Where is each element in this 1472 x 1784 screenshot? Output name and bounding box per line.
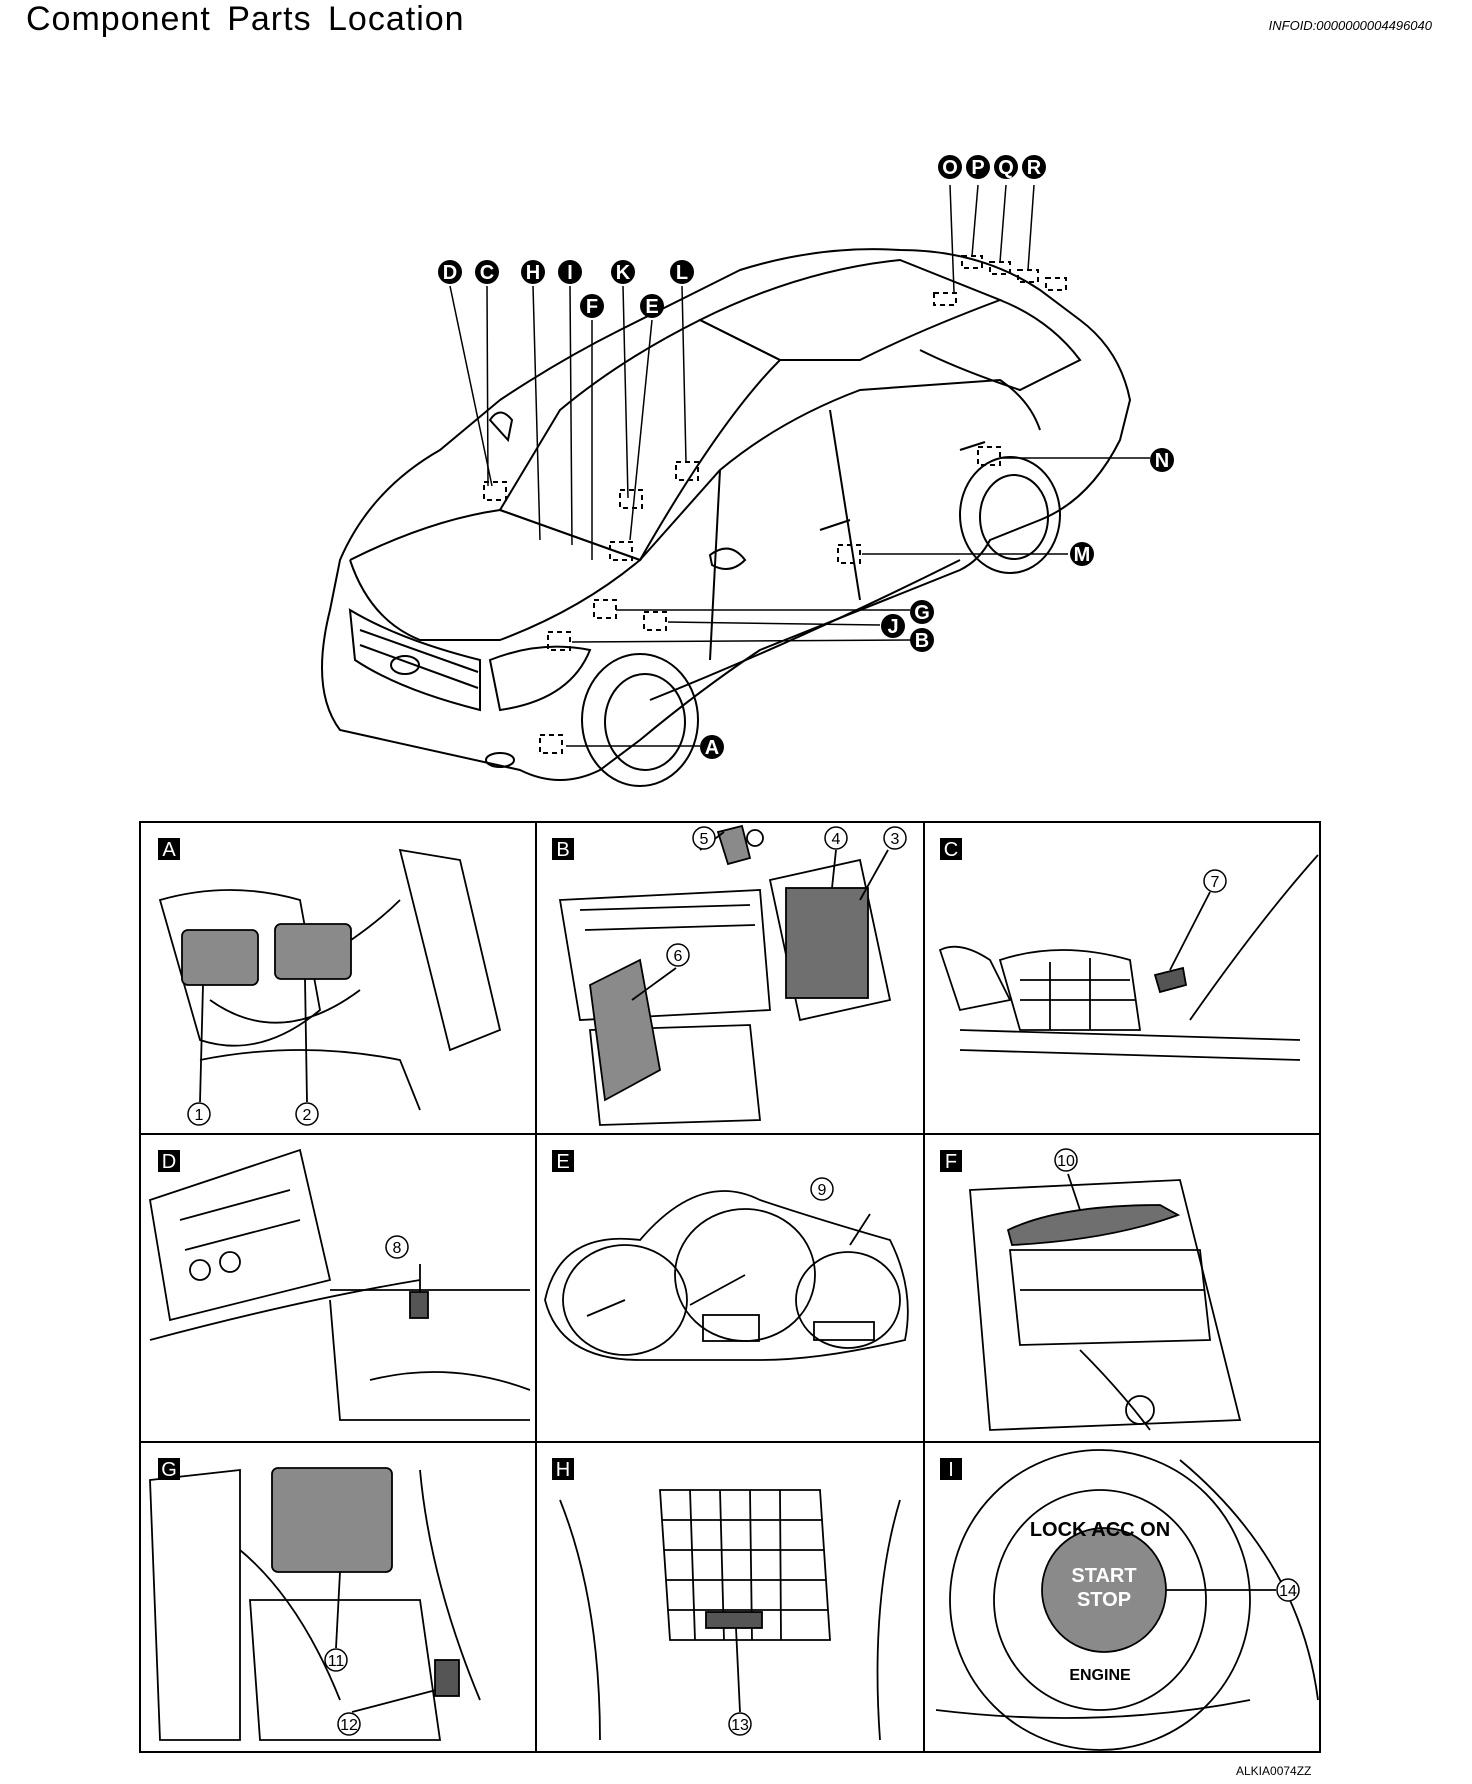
- bubble-I: I: [558, 260, 582, 284]
- panel-A-illustration: [158, 848, 502, 1111]
- overview-label-P: P: [971, 157, 984, 179]
- panel-id-A: A: [162, 839, 176, 861]
- callout-2: 2: [303, 1107, 312, 1124]
- overview-label-M: M: [1074, 544, 1091, 566]
- panel-D-illustration: [148, 1148, 531, 1421]
- push-button-ring-text: LOCK ACC ON: [1030, 1519, 1170, 1541]
- panel-D-callouts: 8: [385, 1235, 409, 1259]
- callout-4: 4: [832, 831, 841, 848]
- overview-label-F: F: [586, 296, 598, 318]
- panel-H-illustration: [559, 1489, 901, 1741]
- panel-id-G: G: [161, 1459, 177, 1481]
- overview-label-Q: Q: [998, 157, 1014, 179]
- push-button-text: LOCK ACC ON START STOP ENGINE: [1030, 1519, 1170, 1684]
- panel-B-illustration: [558, 824, 892, 1126]
- overview-label-K: K: [616, 262, 631, 284]
- callout-8: 8: [393, 1240, 402, 1257]
- panel-A-callouts: 1 2: [187, 1102, 319, 1126]
- panel-I-illustration: [935, 1449, 1319, 1751]
- callout-7: 7: [1211, 874, 1220, 891]
- bubble-M: M: [1070, 542, 1094, 566]
- panel-id-B: B: [556, 839, 569, 861]
- figure-code: ALKIA0074ZZ: [1236, 1764, 1312, 1778]
- panel-G-callouts: 11 12: [324, 1648, 361, 1736]
- bubble-G: G: [910, 600, 934, 624]
- overview-label-R: R: [1027, 157, 1042, 179]
- overview-label-I: I: [567, 262, 573, 284]
- panel-E-illustration: [544, 1190, 909, 1361]
- overview-label-J: J: [887, 616, 898, 638]
- overview-label-A: A: [705, 737, 719, 759]
- page-title: Component Parts Location: [26, 0, 465, 38]
- panel-id-C: C: [944, 839, 958, 861]
- overview-label-H: H: [526, 262, 540, 284]
- bubble-B: B: [910, 628, 934, 652]
- overview-label-L: L: [676, 262, 688, 284]
- bubble-K: K: [611, 260, 635, 284]
- panel-id-boxes: A B C D E F G H I: [158, 838, 962, 1481]
- callout-10: 10: [1057, 1153, 1075, 1170]
- bubble-N: N: [1150, 448, 1174, 472]
- panel-id-F: F: [945, 1151, 957, 1173]
- panel-H-callouts: 13: [728, 1712, 752, 1736]
- panel-G-illustration: [149, 1467, 481, 1741]
- panel-F-illustration: [969, 1173, 1242, 1431]
- callout-11: 11: [328, 1653, 345, 1670]
- bubble-R: R: [1022, 155, 1046, 179]
- bubble-A: A: [700, 735, 724, 759]
- overview-label-G: G: [914, 602, 930, 624]
- panel-C-illustration: [938, 854, 1319, 1061]
- bubble-O: O: [938, 155, 962, 179]
- detail-grid: [139, 821, 1321, 1753]
- bubble-P: P: [966, 155, 990, 179]
- bubble-L: L: [670, 260, 694, 284]
- bubble-C: C: [475, 260, 499, 284]
- overview-label-C: C: [480, 262, 494, 284]
- push-button-engine: ENGINE: [1069, 1667, 1131, 1684]
- panel-B-callouts: 3 4 5 6: [666, 826, 907, 967]
- leader-lines: [449, 184, 1150, 747]
- push-button-start: START: [1071, 1565, 1136, 1587]
- callout-3: 3: [891, 831, 900, 848]
- panel-C-callouts: 7: [1203, 869, 1227, 893]
- callout-1: 1: [195, 1107, 204, 1124]
- panel-id-D: D: [162, 1151, 176, 1173]
- push-button-stop: STOP: [1077, 1589, 1131, 1611]
- panel-E-callouts: 9: [810, 1177, 834, 1201]
- panel-id-E: E: [556, 1151, 569, 1173]
- overview-label-O: O: [942, 157, 958, 179]
- panel-id-H: H: [556, 1459, 570, 1481]
- bubble-F: F: [580, 294, 604, 318]
- overview-label-bubbles: A B C D E F G H I J K L M N O P Q R: [438, 155, 1174, 759]
- overview-label-B: B: [915, 630, 929, 652]
- panel-I-callouts: 14: [1276, 1578, 1300, 1602]
- callout-6: 6: [674, 948, 683, 965]
- callout-14: 14: [1279, 1583, 1297, 1600]
- overview-label-E: E: [645, 296, 658, 318]
- callout-9: 9: [818, 1182, 827, 1199]
- callout-12: 12: [340, 1717, 358, 1734]
- callout-13: 13: [731, 1717, 749, 1734]
- car-overview: [321, 248, 1132, 787]
- bubble-J: J: [881, 614, 905, 638]
- bubble-H: H: [521, 260, 545, 284]
- bubble-D: D: [438, 260, 462, 284]
- callout-5: 5: [700, 831, 709, 848]
- panel-id-I: I: [948, 1459, 954, 1481]
- overview-label-N: N: [1155, 450, 1169, 472]
- bubble-Q: Q: [994, 155, 1018, 179]
- info-id: INFOID:0000000004496040: [1268, 18, 1432, 33]
- bubble-E: E: [640, 294, 664, 318]
- overview-label-D: D: [443, 262, 457, 284]
- panel-F-callouts: 10: [1054, 1148, 1078, 1172]
